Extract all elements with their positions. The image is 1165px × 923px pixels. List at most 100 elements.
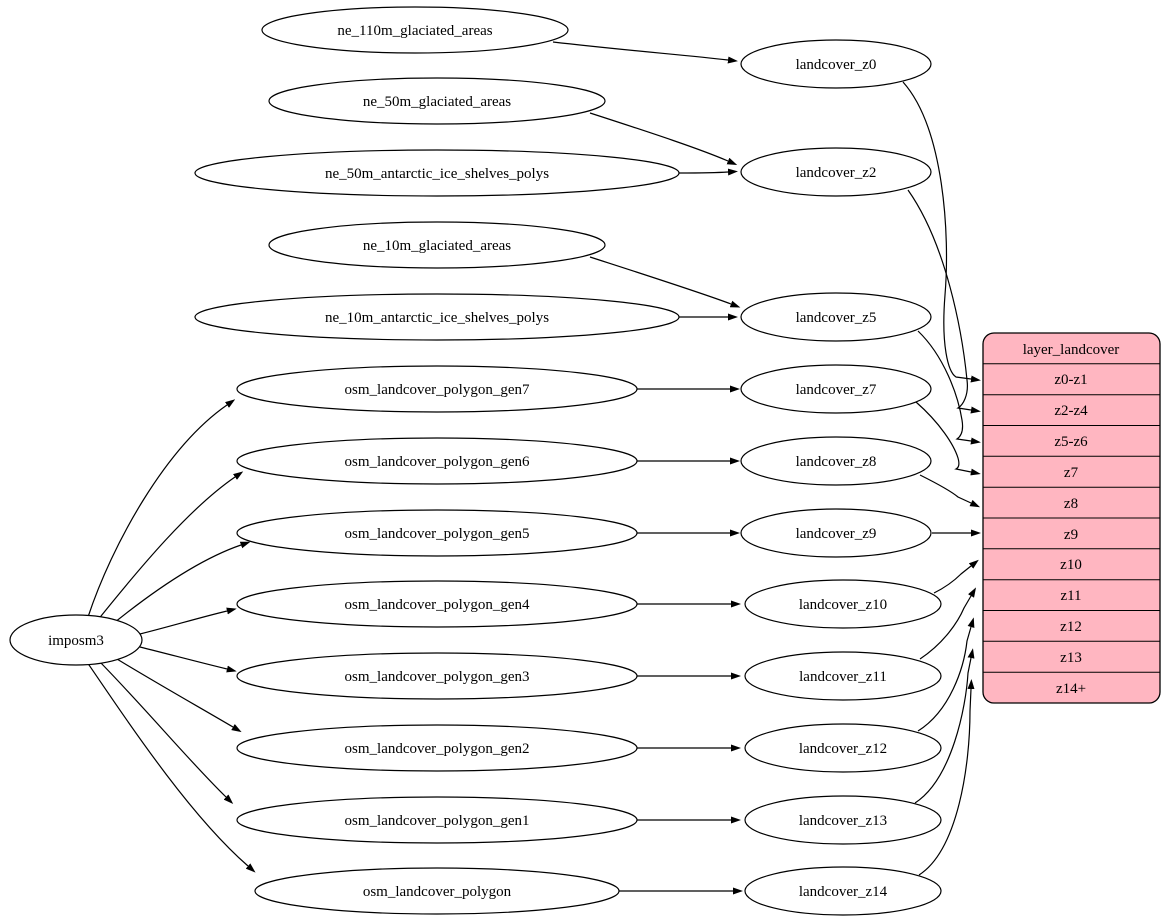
node-ellipse: [740, 364, 932, 414]
edge-ne-50m-antarctic-ice-shelves-polys-to-landcover-z2: [678, 168, 738, 176]
node-label: landcover_z11: [799, 669, 887, 685]
node-label: landcover_z9: [796, 526, 877, 542]
table-row-z10: z10: [1060, 557, 1082, 573]
edge-landcover-z2-to-row-z2-z4: [907, 189, 981, 414]
table-row-z9: z9: [1064, 527, 1078, 543]
node-ellipse: [744, 579, 942, 629]
table-row-label: z0-z1: [1054, 372, 1087, 388]
table-row-z11: z11: [1060, 588, 1081, 604]
node-landcover-z7: landcover_z7: [740, 364, 932, 414]
node-ellipse: [236, 796, 638, 844]
table-row-z12: z12: [1060, 619, 1082, 635]
node-label: osm_landcover_polygon_gen7: [345, 382, 530, 398]
edge-landcover-z13-to-row-z13: [914, 648, 975, 804]
edge-imposm3-to-osm-landcover-polygon-gen6: [96, 471, 244, 622]
node-label: osm_landcover_polygon_gen5: [345, 526, 530, 542]
node-landcover-z2: landcover_z2: [740, 147, 932, 197]
node-landcover-z5: landcover_z5: [740, 292, 932, 342]
node-label: ne_50m_antarctic_ice_shelves_polys: [325, 166, 549, 182]
node-ellipse: [744, 723, 942, 773]
edge-landcover-z8-to-row-z8: [919, 474, 981, 508]
node-ellipse: [236, 724, 638, 772]
node-label: imposm3: [48, 633, 104, 649]
table-row-label: z8: [1064, 496, 1078, 512]
edge-imposm3-to-osm-landcover-polygon: [86, 661, 256, 873]
edge-imposm3-to-osm-landcover-polygon-gen3: [139, 646, 237, 673]
node-osm-landcover-polygon-gen5: osm_landcover_polygon_gen5: [236, 509, 638, 557]
node-ellipse: [236, 580, 638, 628]
node-ellipse: [740, 508, 932, 558]
table-layer-landcover: layer_landcover z0-z1 z2-z4 z5-z6 z7 z8 …: [982, 332, 1161, 704]
node-landcover-z14: landcover_z14: [744, 866, 942, 916]
node-label: landcover_z5: [796, 310, 877, 326]
node-label: osm_landcover_polygon: [363, 884, 512, 900]
table-row-label: z12: [1060, 619, 1082, 635]
node-ellipse: [254, 867, 620, 915]
node-osm-landcover-polygon-gen7: osm_landcover_polygon_gen7: [236, 365, 638, 413]
table-row-z0-z1: z0-z1: [1054, 372, 1087, 388]
node-osm-landcover-polygon-gen6: osm_landcover_polygon_gen6: [236, 437, 638, 485]
edge-landcover-z10-to-row-z10: [933, 559, 979, 594]
node-label: landcover_z0: [796, 57, 877, 73]
edge-ne-110m-glaciated-areas-to-landcover-z0: [552, 41, 738, 64]
node-landcover-z0: landcover_z0: [740, 39, 932, 89]
node-label: landcover_z13: [799, 813, 887, 829]
node-osm-landcover-polygon-gen3: osm_landcover_polygon_gen3: [236, 652, 638, 700]
table-row-z13: z13: [1060, 650, 1082, 666]
node-ellipse: [744, 795, 942, 845]
edge-layer: [86, 41, 981, 895]
node-osm-landcover-polygon: osm_landcover_polygon: [254, 867, 620, 915]
node-osm-landcover-polygon-gen1: osm_landcover_polygon_gen1: [236, 796, 638, 844]
edge-landcover-z11-to-row-z11: [919, 587, 977, 660]
node-label: osm_landcover_polygon_gen4: [345, 597, 530, 613]
edge-imposm3-to-osm-landcover-polygon-gen2: [111, 655, 242, 733]
node-landcover-z10: landcover_z10: [744, 579, 942, 629]
edge-imposm3-to-osm-landcover-polygon-gen4: [139, 607, 237, 635]
node-ellipse: [194, 149, 680, 197]
node-label: osm_landcover_polygon_gen3: [345, 669, 530, 685]
table-row-label: z5-z6: [1054, 434, 1088, 450]
node-label: landcover_z12: [799, 741, 887, 757]
table-row-z8: z8: [1064, 496, 1078, 512]
node-label: ne_110m_glaciated_areas: [337, 23, 492, 39]
node-ellipse: [740, 436, 932, 486]
table-row-label: z11: [1060, 588, 1081, 604]
node-label: landcover_z2: [796, 165, 877, 181]
table-row-z7: z7: [1064, 465, 1079, 481]
node-label: ne_10m_glaciated_areas: [363, 238, 511, 254]
node-ellipse: [268, 77, 606, 125]
table-row-label: z9: [1064, 527, 1078, 543]
node-label: osm_landcover_polygon_gen1: [345, 813, 530, 829]
edge-landcover-z0-to-row-z0-z1: [902, 81, 981, 383]
node-ellipse: [740, 292, 932, 342]
node-ellipse: [236, 509, 638, 557]
node-ellipse: [236, 365, 638, 413]
node-label: landcover_z8: [796, 454, 877, 470]
node-landcover-z9: landcover_z9: [740, 508, 932, 558]
node-ellipse: [236, 652, 638, 700]
node-ne-10m-antarctic-ice-shelves-polys: ne_10m_antarctic_ice_shelves_polys: [194, 293, 680, 341]
node-imposm3: imposm3: [9, 614, 143, 666]
node-label: osm_landcover_polygon_gen2: [345, 741, 530, 757]
table-row-z14plus: z14+: [1056, 681, 1086, 697]
node-label: landcover_z10: [799, 597, 887, 613]
edge-ne-10m-glaciated-areas-to-landcover-z5: [589, 256, 741, 308]
edge-imposm3-to-osm-landcover-polygon-gen7: [87, 399, 236, 618]
table-row-label: z13: [1060, 650, 1082, 666]
edge-landcover-z14-to-row-z14plus: [918, 679, 975, 876]
node-osm-landcover-polygon-gen4: osm_landcover_polygon_gen4: [236, 580, 638, 628]
node-ellipse: [744, 651, 942, 701]
node-ne-50m-glaciated-areas: ne_50m_glaciated_areas: [268, 77, 606, 125]
node-ellipse: [9, 614, 143, 666]
node-label: ne_50m_glaciated_areas: [363, 94, 511, 110]
edge-landcover-z12-to-row-z12: [917, 617, 975, 732]
node-label: landcover_z7: [796, 382, 877, 398]
node-label: landcover_z14: [799, 884, 888, 900]
edge-ne-50m-glaciated-areas-to-landcover-z2: [589, 112, 738, 165]
node-landcover-z12: landcover_z12: [744, 723, 942, 773]
node-label: ne_10m_antarctic_ice_shelves_polys: [325, 310, 549, 326]
node-ellipse: [740, 39, 932, 89]
table-row-label: z10: [1060, 557, 1082, 573]
